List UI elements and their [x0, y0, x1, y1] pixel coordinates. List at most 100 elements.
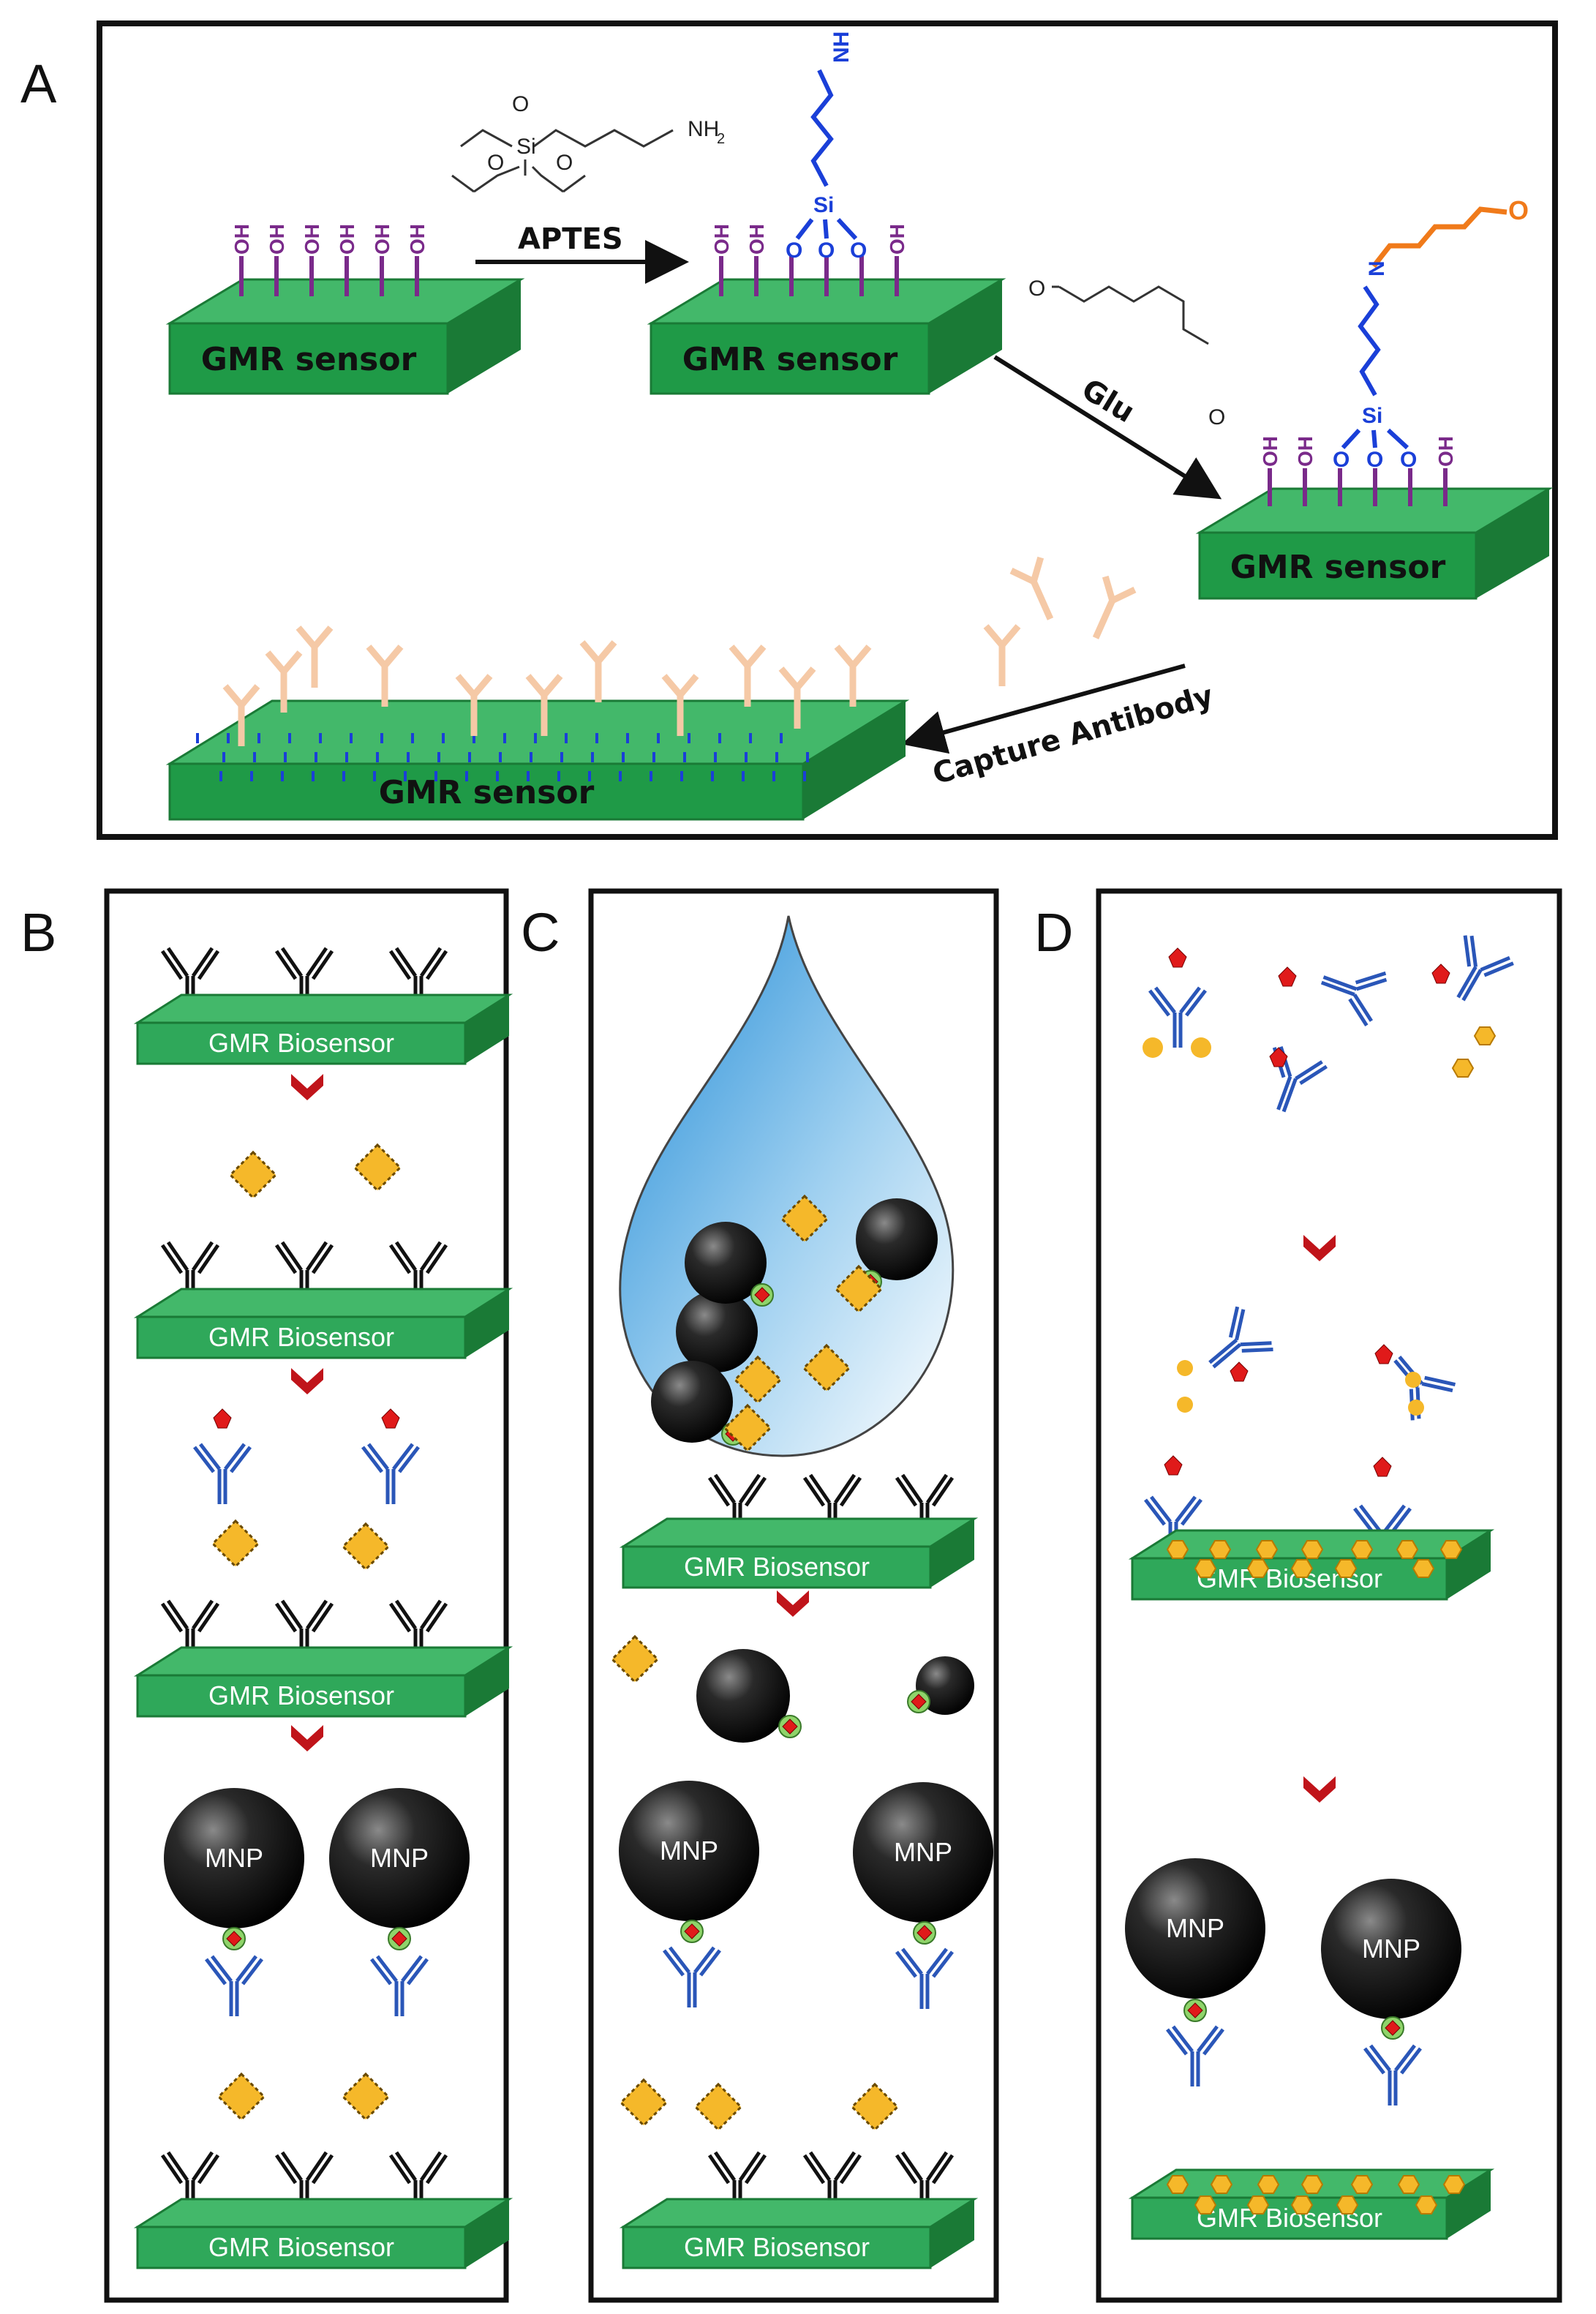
hapten-icon: [1335, 1559, 1357, 1578]
gmr-biosensor: GMR Biosensor: [133, 2198, 513, 2269]
oh-label: OH: [301, 224, 323, 255]
biosensor-side: [465, 1648, 509, 1716]
biotin-icon: [213, 1408, 232, 1429]
biotin-icon: [1278, 966, 1297, 987]
biotin-icon: [391, 1931, 407, 1947]
biosensor-side: [930, 1519, 974, 1588]
oh-label: OH: [266, 224, 288, 255]
panel-d-letter: D: [1034, 902, 1073, 963]
biotin-icon: [1373, 1457, 1392, 1477]
biotin-icon: [1385, 2020, 1401, 2036]
gmr-biosensor: GMR Biosensor: [619, 1517, 979, 1589]
hapten-icon: [1177, 1360, 1193, 1376]
mnp-label: MNP: [894, 1837, 952, 1867]
oh-label: OH: [406, 224, 429, 255]
oh-label: OH: [230, 224, 253, 255]
hapten-icon: [1177, 1397, 1193, 1413]
mnp-bead: [916, 1656, 974, 1715]
si-label: Si: [813, 193, 834, 217]
biosensor-top: [619, 2198, 979, 2228]
biosensor-front: [136, 2225, 467, 2269]
aldehyde-o-label: O: [1508, 195, 1529, 225]
o-label: O: [1333, 448, 1350, 472]
hapten-icon: [1167, 1540, 1189, 1559]
glu-arrow: [993, 355, 1222, 500]
panel-b-letter: B: [20, 902, 56, 963]
gmr-biosensor: GMR Biosensor: [133, 1646, 513, 1718]
biosensor-top: [133, 993, 513, 1024]
biotin-icon: [754, 1287, 770, 1303]
biosensor-front: [1131, 2196, 1448, 2240]
hapten-icon: [1452, 1059, 1474, 1078]
biosensor-top: [619, 1517, 979, 1548]
hapten-icon: [1301, 1540, 1323, 1559]
hapten-icon: [1405, 1372, 1421, 1388]
o-label: O: [1366, 448, 1383, 472]
o-label: O: [786, 238, 802, 263]
aptes-nh: NH: [688, 117, 719, 141]
biosensor-side: [930, 2199, 974, 2268]
hapten-icon: [1351, 1540, 1373, 1559]
biotin-icon: [782, 1718, 798, 1735]
biotin-icon: [1269, 1047, 1288, 1067]
mnp-bead: [676, 1291, 758, 1372]
gmr-biosensor: GMR Biosensor: [133, 1288, 513, 1359]
hapten-icon: [1194, 1559, 1216, 1578]
mnp-bead: [1125, 1858, 1265, 1999]
glu-o1: O: [1028, 277, 1045, 301]
hapten-icon: [1301, 2175, 1323, 2194]
sensor-4-label: GMR sensor: [379, 774, 595, 811]
mnp-bead: [696, 1649, 790, 1743]
hapten-icon: [1257, 2175, 1279, 2194]
o-label: O: [850, 238, 867, 263]
biotin-icon: [916, 1925, 933, 1941]
oh-label: OH: [371, 224, 394, 255]
hapten-icon: [1474, 1026, 1496, 1045]
biosensor-front: [1131, 1557, 1448, 1601]
glu-o2: O: [1208, 405, 1225, 429]
sensor-1-label: GMR sensor: [201, 341, 417, 378]
panel-a-letter: A: [20, 53, 57, 114]
mnp-label: MNP: [1362, 1934, 1420, 1964]
oh-label: OH: [1434, 436, 1457, 467]
panel-a-sensor-2: GMR sensor: [647, 69, 1006, 395]
hapten-icon: [1398, 2175, 1420, 2194]
glu-structure: [1052, 285, 1209, 345]
biosensor-top: [133, 2198, 513, 2228]
hapten-icon: [1211, 2175, 1232, 2194]
biotin-icon: [1374, 1344, 1393, 1364]
hapten-icon: [1351, 2175, 1373, 2194]
biosensor-front: [136, 1674, 467, 1718]
o-label: O: [1400, 448, 1417, 472]
biosensor-front: [622, 1545, 932, 1589]
aptes-label: APTES: [518, 222, 623, 256]
hapten-icon: [1396, 1540, 1418, 1559]
biosensor-top: [133, 1646, 513, 1677]
biotin-icon: [684, 1923, 700, 1939]
hapten-icon: [1191, 1037, 1211, 1058]
oh-label: OH: [886, 224, 908, 255]
biosensor-label: GMR Biosensor: [684, 2232, 870, 2262]
biotin-icon: [1164, 1455, 1183, 1476]
panel-b-frame: [104, 888, 509, 2303]
aptes-nh-sub: 2: [717, 131, 725, 147]
aptes-o2: O: [487, 151, 504, 175]
oh-label: OH: [1294, 436, 1317, 467]
hapten-icon: [1336, 2195, 1358, 2215]
biotin-icon: [911, 1694, 927, 1710]
mnp-bead: [685, 1222, 767, 1304]
sensor-2-label: GMR sensor: [682, 341, 898, 378]
aptes-o1: O: [512, 92, 529, 116]
mnp-bead: [1321, 1879, 1461, 2019]
aptes-structure: [451, 129, 674, 193]
oh-label: OH: [336, 224, 358, 255]
hapten-icon: [1415, 2195, 1437, 2215]
biotin-icon: [1431, 963, 1450, 984]
hapten-icon: [1247, 2195, 1269, 2215]
hapten-icon: [1291, 2195, 1313, 2215]
biosensor-front: [136, 1315, 467, 1359]
mnp-label: MNP: [1166, 1913, 1224, 1943]
o-label: O: [818, 238, 835, 263]
